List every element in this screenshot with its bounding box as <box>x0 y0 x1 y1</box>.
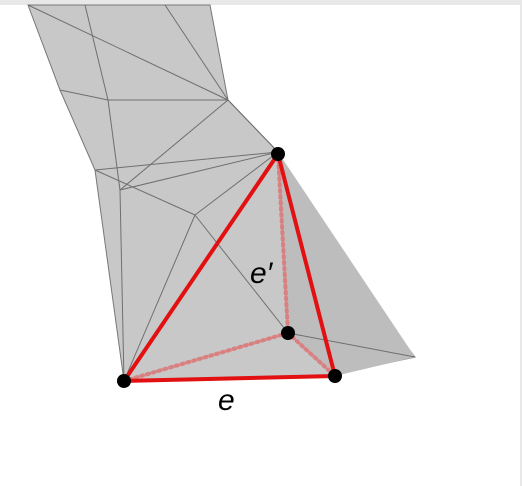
highlight-edges <box>122 152 337 383</box>
mesh-edge <box>27 4 229 101</box>
mesh-edge <box>164 4 229 101</box>
vertex-left <box>117 374 131 388</box>
highlight-edge <box>276 152 337 378</box>
mesh-edge <box>107 99 121 191</box>
vertices <box>117 147 342 388</box>
hidden-edges <box>122 152 337 383</box>
mesh-edge <box>59 89 109 101</box>
vertex-top <box>271 147 285 161</box>
mesh-edge <box>119 151 279 191</box>
vertex-right <box>328 369 342 383</box>
highlight-edge-e <box>122 374 337 383</box>
mesh-edges <box>27 4 416 382</box>
mesh-edge <box>94 151 279 171</box>
mesh-edge <box>94 169 196 216</box>
frame-right-border <box>520 0 522 486</box>
frame-top-border <box>0 0 522 5</box>
mesh-edge <box>119 189 125 382</box>
mesh-edge <box>123 214 196 382</box>
mesh-face-shaded <box>278 152 415 376</box>
hidden-edge-e-prime <box>276 152 290 335</box>
hidden-edge <box>122 331 290 383</box>
label-e: e <box>218 384 235 417</box>
mesh-edge <box>227 99 279 153</box>
mesh-edge <box>119 99 229 191</box>
mesh-edge <box>194 151 279 216</box>
vertex-inner <box>281 326 295 340</box>
hidden-edge <box>286 331 337 378</box>
mesh-edge <box>84 4 109 101</box>
mesh-edge <box>194 214 289 334</box>
mesh-edge <box>287 332 416 358</box>
highlight-edge <box>122 152 280 383</box>
label-e-prime: e′ <box>250 257 274 290</box>
